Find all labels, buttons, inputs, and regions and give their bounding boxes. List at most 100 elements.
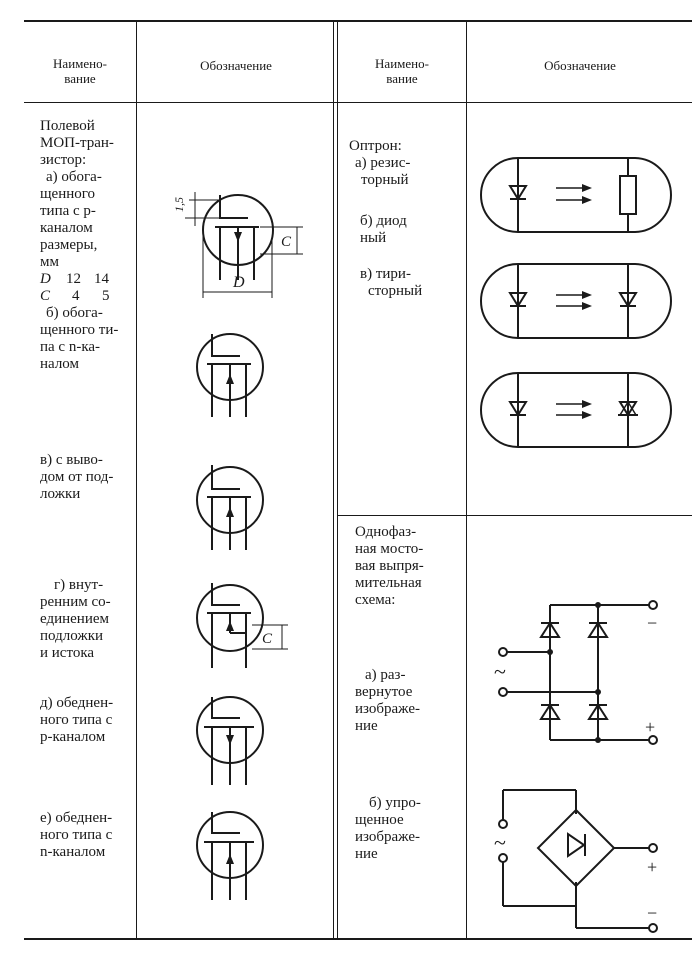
bridge-b-line: ние bbox=[355, 846, 378, 862]
optron-v-text: в) тири- сторный bbox=[360, 266, 464, 300]
plus-sign-2: + bbox=[647, 857, 657, 877]
dim-C-label-2: C bbox=[262, 631, 273, 647]
dims-row-C: C 4 5 bbox=[40, 288, 134, 305]
column-divider-2a bbox=[333, 20, 334, 938]
optron-diode-symbol bbox=[480, 263, 672, 339]
item-b-text: б) обога- щенного ти- па с n-ка- налом bbox=[40, 305, 134, 373]
optron-b-line: б) диод bbox=[360, 213, 407, 229]
optron-resistor-symbol bbox=[480, 157, 672, 233]
bridge-rectifier-expanded-symbol: ~ − + bbox=[494, 600, 658, 745]
bridge-b-line: б) упро- bbox=[369, 795, 421, 811]
ac-sign-2: ~ bbox=[494, 830, 506, 855]
optron-thyristor-symbol bbox=[480, 372, 672, 448]
dim-C-symbol: C bbox=[40, 288, 51, 304]
row-divider-right bbox=[338, 515, 692, 516]
item-g-line: и истока bbox=[40, 645, 95, 661]
mosfet-substrate-lead-symbol bbox=[196, 465, 264, 550]
column-divider-1 bbox=[136, 20, 137, 938]
item-d-line: ного типа с bbox=[40, 712, 113, 728]
bridge-b-text: б) упро- щенное изображе- ние bbox=[355, 795, 465, 863]
minus-sign: − bbox=[647, 613, 657, 633]
item-b-line: па с n-ка- bbox=[40, 339, 101, 355]
optron-a-text: а) резис- торный bbox=[355, 155, 463, 189]
dim-C-label: C bbox=[281, 234, 292, 250]
item-v-line: дом от под- bbox=[40, 469, 114, 485]
dim-C-value-1: 4 bbox=[72, 288, 80, 304]
bridge-title-line: схема: bbox=[355, 592, 396, 608]
item-a-text: а) обога- щенного типа с p- каналом разм… bbox=[40, 169, 134, 271]
table-bottom-rule bbox=[24, 938, 692, 940]
bridge-b-line: щенное bbox=[355, 812, 404, 828]
item-d-text: д) обеднен- ного типа с p-каналом bbox=[40, 695, 134, 746]
bridge-title-line: мительная bbox=[355, 575, 422, 591]
header-left-designation: Обозначение bbox=[200, 58, 272, 73]
dim-D-symbol: D bbox=[40, 271, 51, 287]
optron-title: Оптрон: bbox=[349, 138, 402, 154]
bridge-title-line: вая выпря- bbox=[355, 558, 424, 574]
item-b-line: щенного ти- bbox=[40, 322, 119, 338]
mosfet-title-line: зистор: bbox=[40, 152, 87, 168]
bridge-title: Однофаз- ная мосто- вая выпря- мительная… bbox=[355, 524, 465, 609]
table-top-rule bbox=[24, 20, 692, 22]
dim-C-value-2: 5 bbox=[102, 288, 110, 304]
ac-sign: ~ bbox=[494, 659, 506, 684]
item-e-line: ного типа с bbox=[40, 827, 113, 843]
bridge-a-line: ние bbox=[355, 718, 378, 734]
optron-a-line: а) резис- bbox=[355, 155, 411, 171]
item-v-text: в) с выво- дом от под- ложки bbox=[40, 452, 134, 503]
header-right-name: Наимено- вание bbox=[340, 56, 464, 86]
dim-1-5-label: 1,5 bbox=[172, 197, 186, 212]
item-a-line: каналом bbox=[40, 220, 93, 236]
optron-v-line: сторный bbox=[368, 283, 423, 299]
item-g-line: г) внут- bbox=[54, 577, 104, 593]
bridge-a-line: а) раз- bbox=[365, 667, 406, 683]
bridge-title-line: Однофаз- bbox=[355, 524, 417, 540]
column-divider-3 bbox=[466, 20, 467, 938]
mosfet-title-line: МОП-тран- bbox=[40, 135, 114, 151]
minus-sign-2: − bbox=[647, 903, 657, 923]
header-bottom-rule bbox=[24, 102, 692, 103]
mosfet-title: Полевой МОП-тран- зистор: bbox=[40, 118, 114, 169]
bridge-rectifier-simplified-symbol: ~ + − bbox=[494, 789, 658, 933]
header-left-name-line2: вание bbox=[64, 71, 96, 86]
optron-v-line: в) тири- bbox=[360, 266, 411, 282]
column-divider-2b bbox=[337, 20, 338, 938]
plus-sign: + bbox=[645, 717, 655, 737]
header-right-name-line2: вание bbox=[386, 71, 418, 86]
item-a-line: а) обога- bbox=[46, 169, 102, 185]
header-right-designation: Обозначение bbox=[544, 58, 616, 73]
mosfet-n-depletion-symbol bbox=[196, 811, 264, 900]
bridge-title-line: ная мосто- bbox=[355, 541, 424, 557]
item-a-line: размеры, bbox=[40, 237, 98, 253]
item-d-line: д) обеднен- bbox=[40, 695, 114, 711]
bridge-b-line: изображе- bbox=[355, 829, 420, 845]
item-e-line: n-каналом bbox=[40, 844, 106, 860]
item-b-line: налом bbox=[40, 356, 80, 372]
item-e-text: е) обеднен- ного типа с n-каналом bbox=[40, 810, 134, 861]
item-a-line: типа с p- bbox=[40, 203, 96, 219]
item-v-line: ложки bbox=[40, 486, 81, 502]
header-left-name-line1: Наимено- bbox=[53, 56, 107, 71]
mosfet-title-line: Полевой bbox=[40, 118, 95, 134]
dim-D-value-1: 12 bbox=[66, 271, 81, 287]
mosfet-n-enhancement-symbol bbox=[196, 333, 264, 417]
item-d-line: p-каналом bbox=[40, 729, 106, 745]
mosfet-p-enhancement-symbol: 1,5 C D bbox=[172, 192, 303, 298]
optron-a-line: торный bbox=[361, 172, 409, 188]
dims-row-D: D 12 14 bbox=[40, 271, 134, 288]
item-e-line: е) обеднен- bbox=[40, 810, 113, 826]
item-a-line: мм bbox=[40, 254, 59, 270]
dim-D-label: D bbox=[232, 274, 245, 291]
header-left-name: Наимено- вание bbox=[26, 56, 134, 86]
optron-b-line: ный bbox=[360, 230, 387, 246]
item-g-line: подложки bbox=[40, 628, 104, 644]
item-b-line: б) обога- bbox=[46, 305, 103, 321]
item-g-line: ренним со- bbox=[40, 594, 111, 610]
item-g-line: единением bbox=[40, 611, 110, 627]
mosfet-internal-connection-symbol: C bbox=[196, 583, 288, 668]
item-g-text: г) внут- ренним со- единением подложки и… bbox=[40, 577, 134, 662]
item-v-line: в) с выво- bbox=[40, 452, 103, 468]
optron-b-text: б) диод ный bbox=[360, 213, 464, 247]
dim-D-value-2: 14 bbox=[94, 271, 109, 287]
mosfet-p-depletion-symbol bbox=[196, 696, 264, 785]
